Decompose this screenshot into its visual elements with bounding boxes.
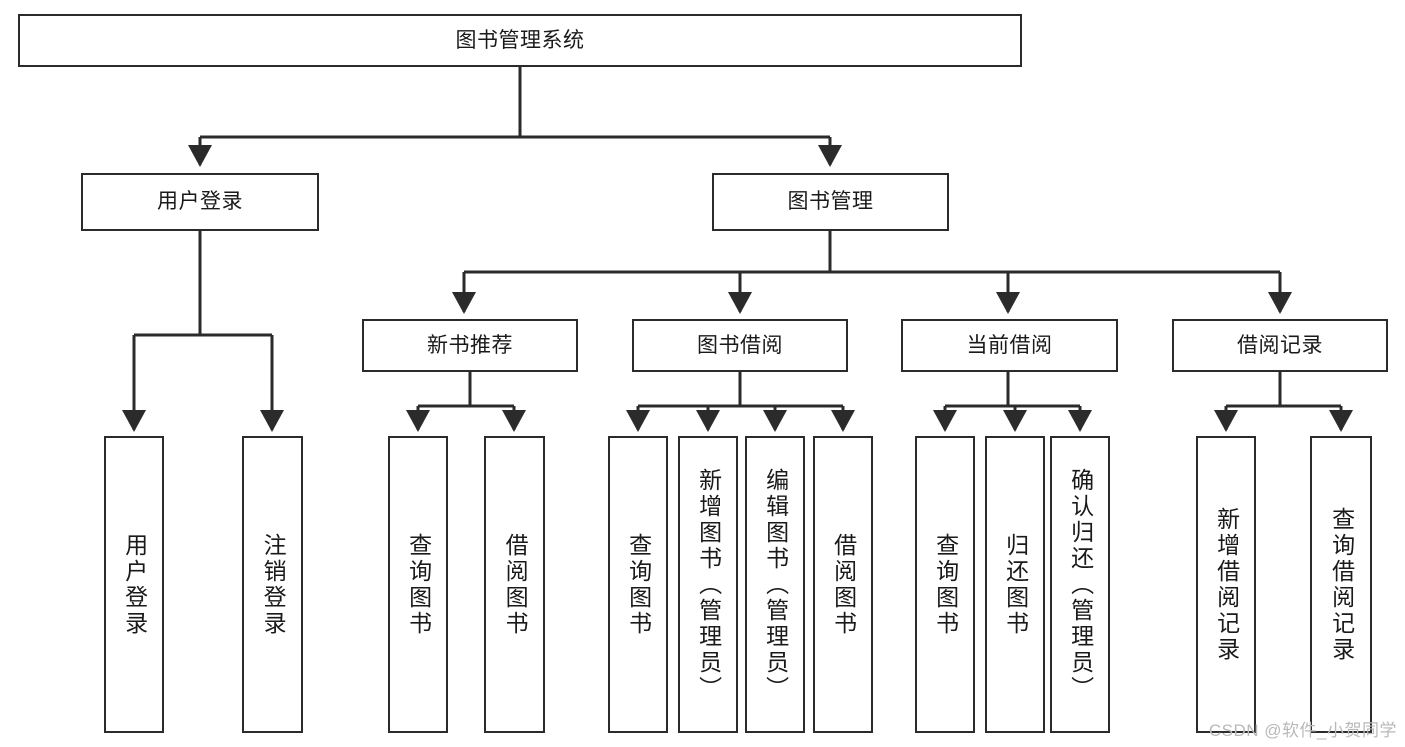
node-borrowing-record[interactable]: 借阅记录 [1172,319,1388,372]
leaf-label: 注销登录 [260,532,287,637]
leaf-confirm-return-admin[interactable]: 确认归还（管理员） [1050,436,1110,733]
leaf-label: 新增借阅记录 [1213,506,1240,663]
node-current-borrowing-label: 当前借阅 [966,333,1053,357]
leaf-borrow-book-borrowing[interactable]: 借阅图书 [813,436,873,733]
node-book-management[interactable]: 图书管理 [712,173,949,231]
leaf-label: 编辑图书（管理员） [762,467,789,702]
node-new-book-recommendation[interactable]: 新书推荐 [362,319,578,372]
leaf-add-book-admin[interactable]: 新增图书（管理员） [678,436,738,733]
leaf-label: 用户登录 [121,532,148,637]
node-root-label: 图书管理系统 [455,28,585,52]
leaf-query-book-newbook[interactable]: 查询图书 [388,436,448,733]
leaf-label: 查询借阅记录 [1328,506,1355,663]
leaf-add-borrow-record[interactable]: 新增借阅记录 [1196,436,1256,733]
leaf-borrow-book-newbook[interactable]: 借阅图书 [484,436,545,733]
leaf-label: 归还图书 [1002,532,1029,637]
leaf-edit-book-admin[interactable]: 编辑图书（管理员） [745,436,805,733]
node-book-borrowing-label: 图书借阅 [697,333,783,357]
node-user-login[interactable]: 用户登录 [81,173,319,231]
node-user-login-label: 用户登录 [157,190,243,214]
node-borrowing-record-label: 借阅记录 [1237,333,1323,357]
leaf-label: 新增图书（管理员） [695,467,722,702]
leaf-label: 确认归还（管理员） [1067,467,1094,702]
node-book-borrowing[interactable]: 图书借阅 [632,319,848,372]
leaf-label: 借阅图书 [830,532,857,637]
leaf-query-book-borrowing[interactable]: 查询图书 [608,436,668,733]
leaf-label: 查询图书 [625,532,652,637]
leaf-return-book[interactable]: 归还图书 [985,436,1045,733]
leaf-label: 查询图书 [932,532,959,637]
node-book-management-label: 图书管理 [787,190,874,214]
leaf-query-book-current[interactable]: 查询图书 [915,436,975,733]
leaf-label: 借阅图书 [502,532,529,637]
node-new-book-recommendation-label: 新书推荐 [427,333,513,357]
csdn-watermark: CSDN @软件_小贺同学 [1208,721,1397,740]
leaf-logout[interactable]: 注销登录 [242,436,303,733]
leaf-query-borrow-record[interactable]: 查询借阅记录 [1310,436,1372,733]
leaf-label: 查询图书 [405,532,432,637]
leaf-user-login[interactable]: 用户登录 [104,436,164,733]
node-current-borrowing[interactable]: 当前借阅 [901,319,1118,372]
node-root[interactable]: 图书管理系统 [18,14,1022,67]
